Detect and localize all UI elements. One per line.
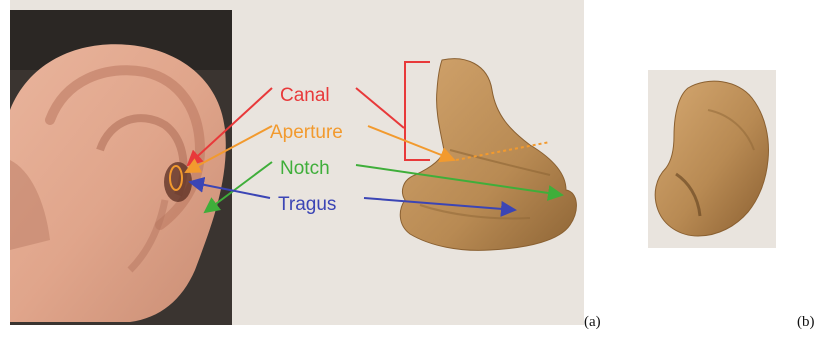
label-tragus: Tragus xyxy=(278,194,336,215)
label-aperture: Aperture xyxy=(270,122,343,143)
panel-a-ear-diagram: Canal Aperture Notch Tragus xyxy=(10,0,584,325)
label-notch: Notch xyxy=(280,158,330,179)
label-canal: Canal xyxy=(280,85,330,106)
panel-a-tag: (a) xyxy=(584,314,601,331)
panel-b-ear-mold xyxy=(648,70,776,248)
panel-b-tag: (b) xyxy=(797,314,815,331)
ear-photo xyxy=(10,10,232,325)
